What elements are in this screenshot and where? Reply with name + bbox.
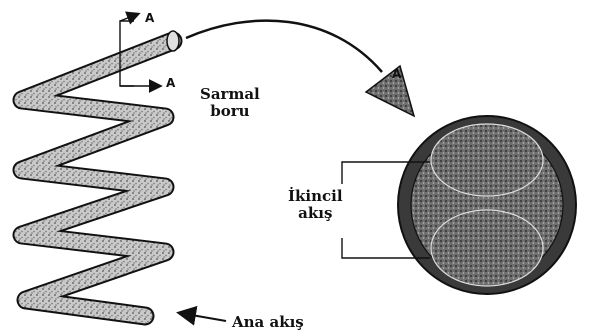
vortex-lower bbox=[431, 210, 543, 286]
helical-coil bbox=[22, 31, 179, 316]
helical-pipe-label-line2: boru bbox=[200, 103, 260, 120]
main-flow-label: Ana akış bbox=[232, 314, 304, 331]
main-flow-arrow bbox=[180, 313, 226, 321]
helical-pipe-label: Sarmal boru bbox=[200, 86, 260, 121]
coil-top-end bbox=[167, 31, 179, 51]
curved-arrow-head bbox=[366, 66, 414, 116]
vortex-upper bbox=[431, 124, 543, 196]
section-label-a-top: A bbox=[145, 12, 154, 26]
curved-arrow-shaft bbox=[186, 21, 382, 72]
secondary-flow-label: İkincil akış bbox=[288, 188, 343, 223]
main-flow-arrow-line bbox=[180, 313, 226, 321]
secondary-flow-label-line2: akış bbox=[288, 205, 343, 222]
section-label-a-view: A bbox=[392, 68, 401, 82]
section-label-a-bottom: A bbox=[166, 77, 175, 91]
secondary-flow-label-line1: İkincil bbox=[288, 188, 343, 205]
cross-section bbox=[398, 116, 576, 294]
section-arrow-top bbox=[120, 14, 138, 21]
helical-pipe-label-line1: Sarmal bbox=[200, 86, 260, 103]
